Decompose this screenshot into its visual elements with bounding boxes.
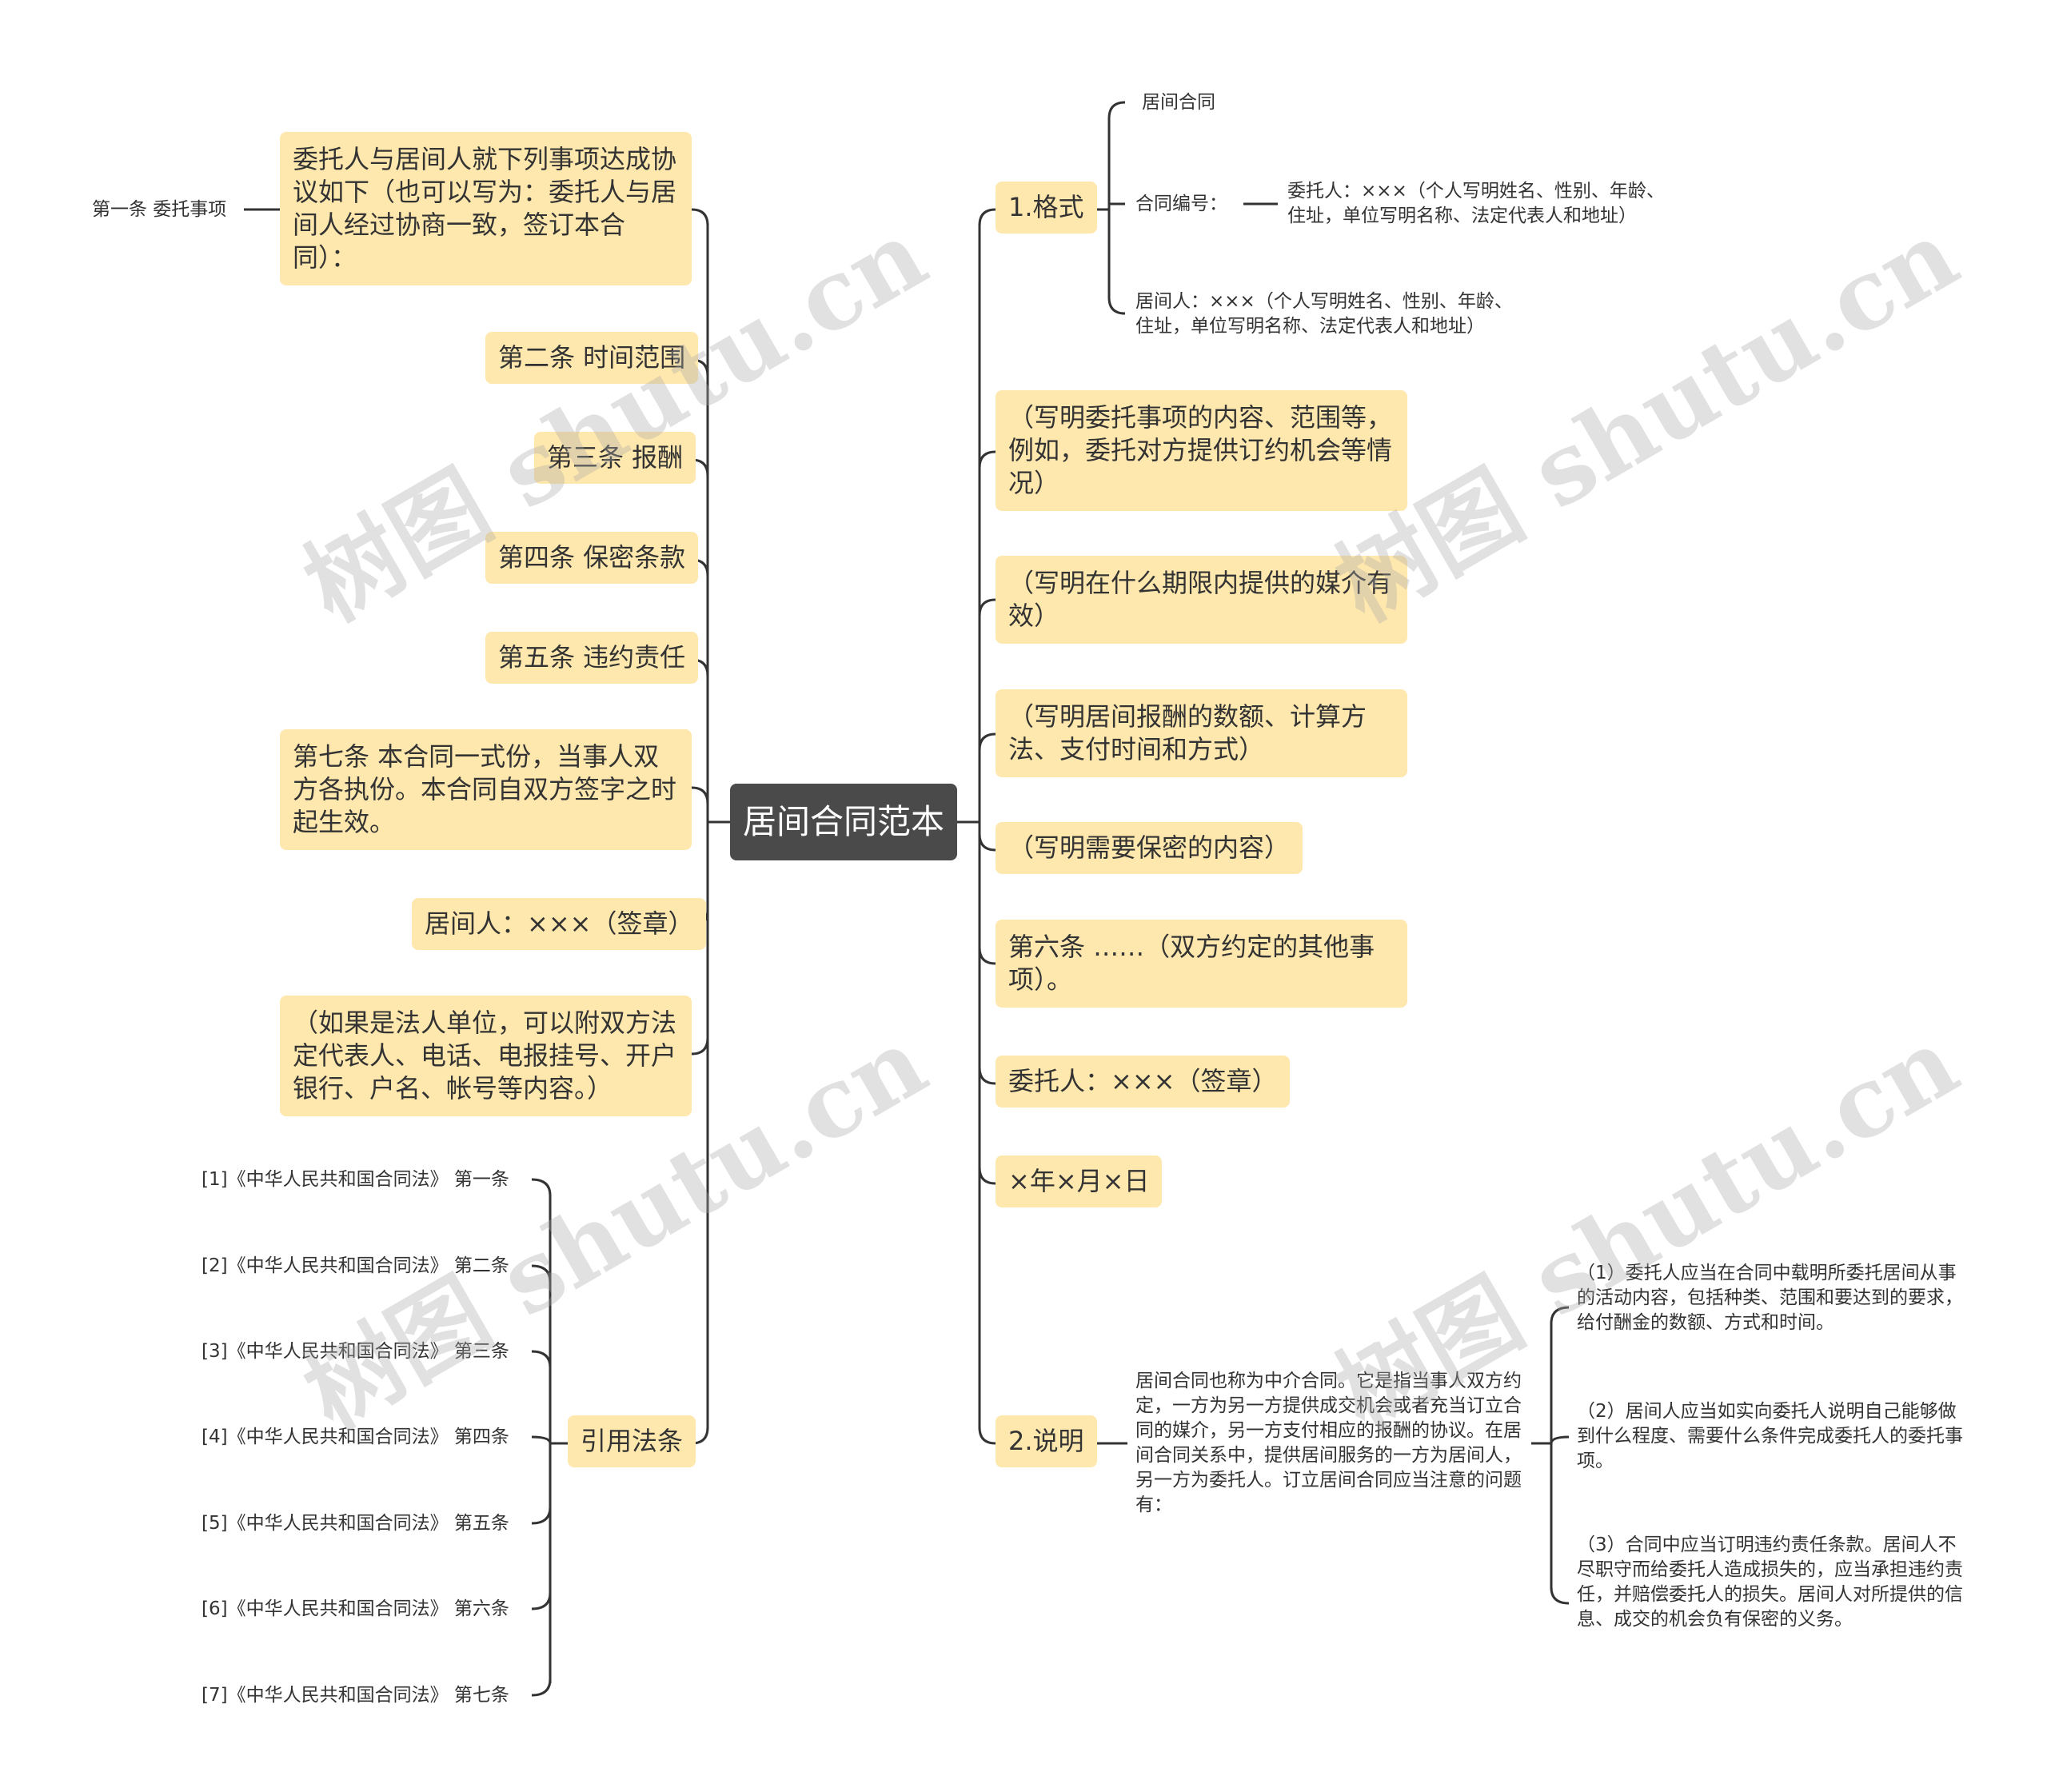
article5-node[interactable]: 第五条 违约责任 xyxy=(485,632,699,684)
citations-node[interactable]: 引用法条 xyxy=(568,1415,696,1467)
citation-item[interactable]: [7]《中华人民共和国合同法》 第七条 xyxy=(202,1685,509,1706)
citation-link-1 xyxy=(531,1178,552,1196)
citation-link-4 xyxy=(531,1435,552,1444)
format-intermediary-link xyxy=(1107,297,1126,315)
article4-node[interactable]: 第四条 保密条款 xyxy=(485,532,699,584)
format-title[interactable]: 居间合同 xyxy=(1142,92,1215,113)
item2-node[interactable]: （写明在什么期限内提供的媒介有效） xyxy=(996,556,1407,644)
item4-node[interactable]: （写明需要保密的内容） xyxy=(996,822,1303,874)
right-branch-date xyxy=(978,1167,996,1185)
note-link-1 xyxy=(1550,1306,1570,1324)
article6-node[interactable]: 第六条 ……（双方约定的其他事项）。 xyxy=(996,920,1407,1008)
intermediary-info[interactable]: 居间人：×××（个人写明姓名、性别、年龄、住址，单位写明名称、法定代表人和地址） xyxy=(1135,291,1513,337)
format-title-link xyxy=(1107,101,1126,119)
right-branch-clientsign xyxy=(978,1067,996,1085)
client-info[interactable]: 委托人：×××（个人写明姓名、性别、年龄、住址，单位写明名称、法定代表人和地址） xyxy=(1287,181,1665,226)
note-item[interactable]: （3）合同中应当订明违约责任条款。居间人不尽职守而给委托人造成损失的，应当承担违… xyxy=(1577,1535,1963,1630)
left-branch-article7 xyxy=(691,786,709,804)
left-branch-note xyxy=(691,1037,709,1056)
right-branch-item3 xyxy=(978,732,996,751)
note-item[interactable]: （2）居间人应当如实向委托人说明自己能够做到什么程度、需要什么条件完成委托人的委… xyxy=(1577,1401,1963,1471)
article1-label[interactable]: 第一条 委托事项 xyxy=(92,199,227,220)
citation-item[interactable]: [6]《中华人民共和国合同法》 第六条 xyxy=(202,1598,509,1619)
contract-number[interactable]: 合同编号： xyxy=(1135,194,1227,214)
item1-node[interactable]: （写明委托事项的内容、范围等，例如，委托对方提供订约机会等情况） xyxy=(996,390,1407,511)
note-item[interactable]: （1）委托人应当在合同中载明所委托居间从事的活动内容，包括种类、范围和要达到的要… xyxy=(1577,1263,1963,1333)
format-node[interactable]: 1.格式 xyxy=(996,182,1097,233)
explain-text[interactable]: 居间合同也称为中介合同。它是指当事人双方约定，一方为另一方提供成交机会或者充当订… xyxy=(1135,1371,1522,1515)
article1-node[interactable]: 委托人与居间人就下列事项达成协议如下（也可以写为：委托人与居间人经过协商一致，签… xyxy=(280,132,692,285)
article2-node[interactable]: 第二条 时间范围 xyxy=(485,332,699,384)
explain-node[interactable]: 2.说明 xyxy=(996,1415,1097,1467)
item3-node[interactable]: （写明居间报酬的数额、计算方法、支付时间和方式） xyxy=(996,689,1407,777)
right-branch-format xyxy=(978,208,996,226)
citation-link-3 xyxy=(531,1350,552,1368)
citation-item[interactable]: [4]《中华人民共和国合同法》 第四条 xyxy=(202,1427,509,1447)
citation-item[interactable]: [1]《中华人民共和国合同法》 第一条 xyxy=(202,1169,509,1190)
note-link-3 xyxy=(1550,1586,1570,1605)
right-branch-item2 xyxy=(978,598,996,617)
right-branch-item4 xyxy=(978,833,996,852)
right-branch-article6 xyxy=(978,947,996,965)
citation-item[interactable]: [5]《中华人民共和国合同法》 第五条 xyxy=(202,1513,509,1534)
citation-link-6 xyxy=(531,1592,552,1610)
right-branch-item1 xyxy=(978,450,996,469)
right-branch-explain xyxy=(978,1427,996,1445)
citation-item[interactable]: [2]《中华人民共和国合同法》 第二条 xyxy=(202,1255,509,1276)
citation-link-7 xyxy=(531,1678,552,1697)
note-link-2 xyxy=(1550,1435,1570,1444)
article3-node[interactable]: 第三条 报酬 xyxy=(534,432,696,484)
intermediary-sign-node[interactable]: 居间人：×××（签章） xyxy=(412,898,707,950)
article7-node[interactable]: 第七条 本合同一式份，当事人双方各执份。本合同自双方签字之时起生效。 xyxy=(280,729,692,850)
date-node[interactable]: ×年×月×日 xyxy=(996,1155,1163,1207)
citation-link-5 xyxy=(531,1507,552,1525)
citation-link-2 xyxy=(531,1264,552,1283)
client-sign-node[interactable]: 委托人：×××（签章） xyxy=(996,1056,1291,1108)
legal-entity-note-node[interactable]: （如果是法人单位，可以附双方法定代表人、电话、电报挂号、开户银行、户名、帐号等内… xyxy=(280,996,692,1116)
left-branch-article1 xyxy=(691,208,709,822)
citation-item[interactable]: [3]《中华人民共和国合同法》 第三条 xyxy=(202,1341,509,1362)
root-node[interactable]: 居间合同范本 xyxy=(730,784,957,860)
